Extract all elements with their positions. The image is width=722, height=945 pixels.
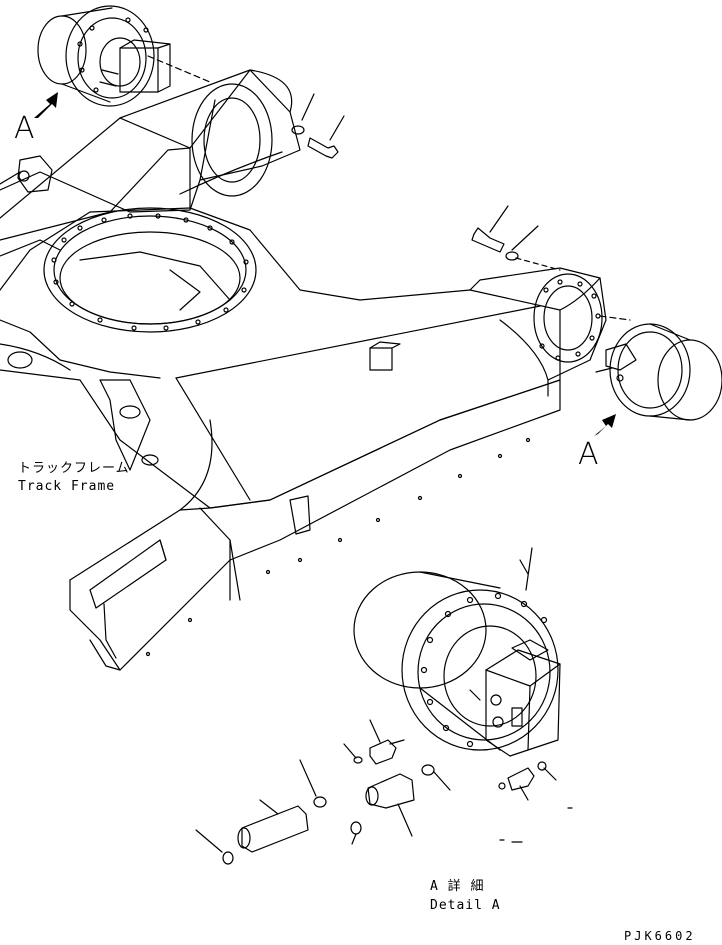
- final-drive-upper-left: [37, 5, 211, 107]
- bolt-upper-left: [291, 93, 345, 159]
- track-frame-label-jp: トラックフレーム: [18, 461, 130, 476]
- final-drive-detail: [353, 547, 561, 757]
- final-drive-right: [595, 323, 722, 421]
- frame-arm-right: [469, 267, 631, 397]
- view-arrow-upper: [34, 92, 58, 118]
- detail-label-jp: A 詳 細: [430, 879, 485, 894]
- detail-small-parts: [195, 719, 573, 865]
- view-a-label-right: A: [578, 437, 599, 472]
- detail-label-en: Detail A: [430, 898, 501, 913]
- bolt-right: [471, 205, 561, 271]
- view-a-label-upper: A: [14, 111, 35, 146]
- view-arrow-right: [594, 414, 616, 436]
- drawing-code: PJK6602: [624, 929, 696, 943]
- track-frame-beam: [69, 379, 561, 671]
- frame-arm-upper: [0, 69, 301, 241]
- track-frame-body: [0, 207, 561, 509]
- track-frame-label-en: Track Frame: [18, 479, 116, 494]
